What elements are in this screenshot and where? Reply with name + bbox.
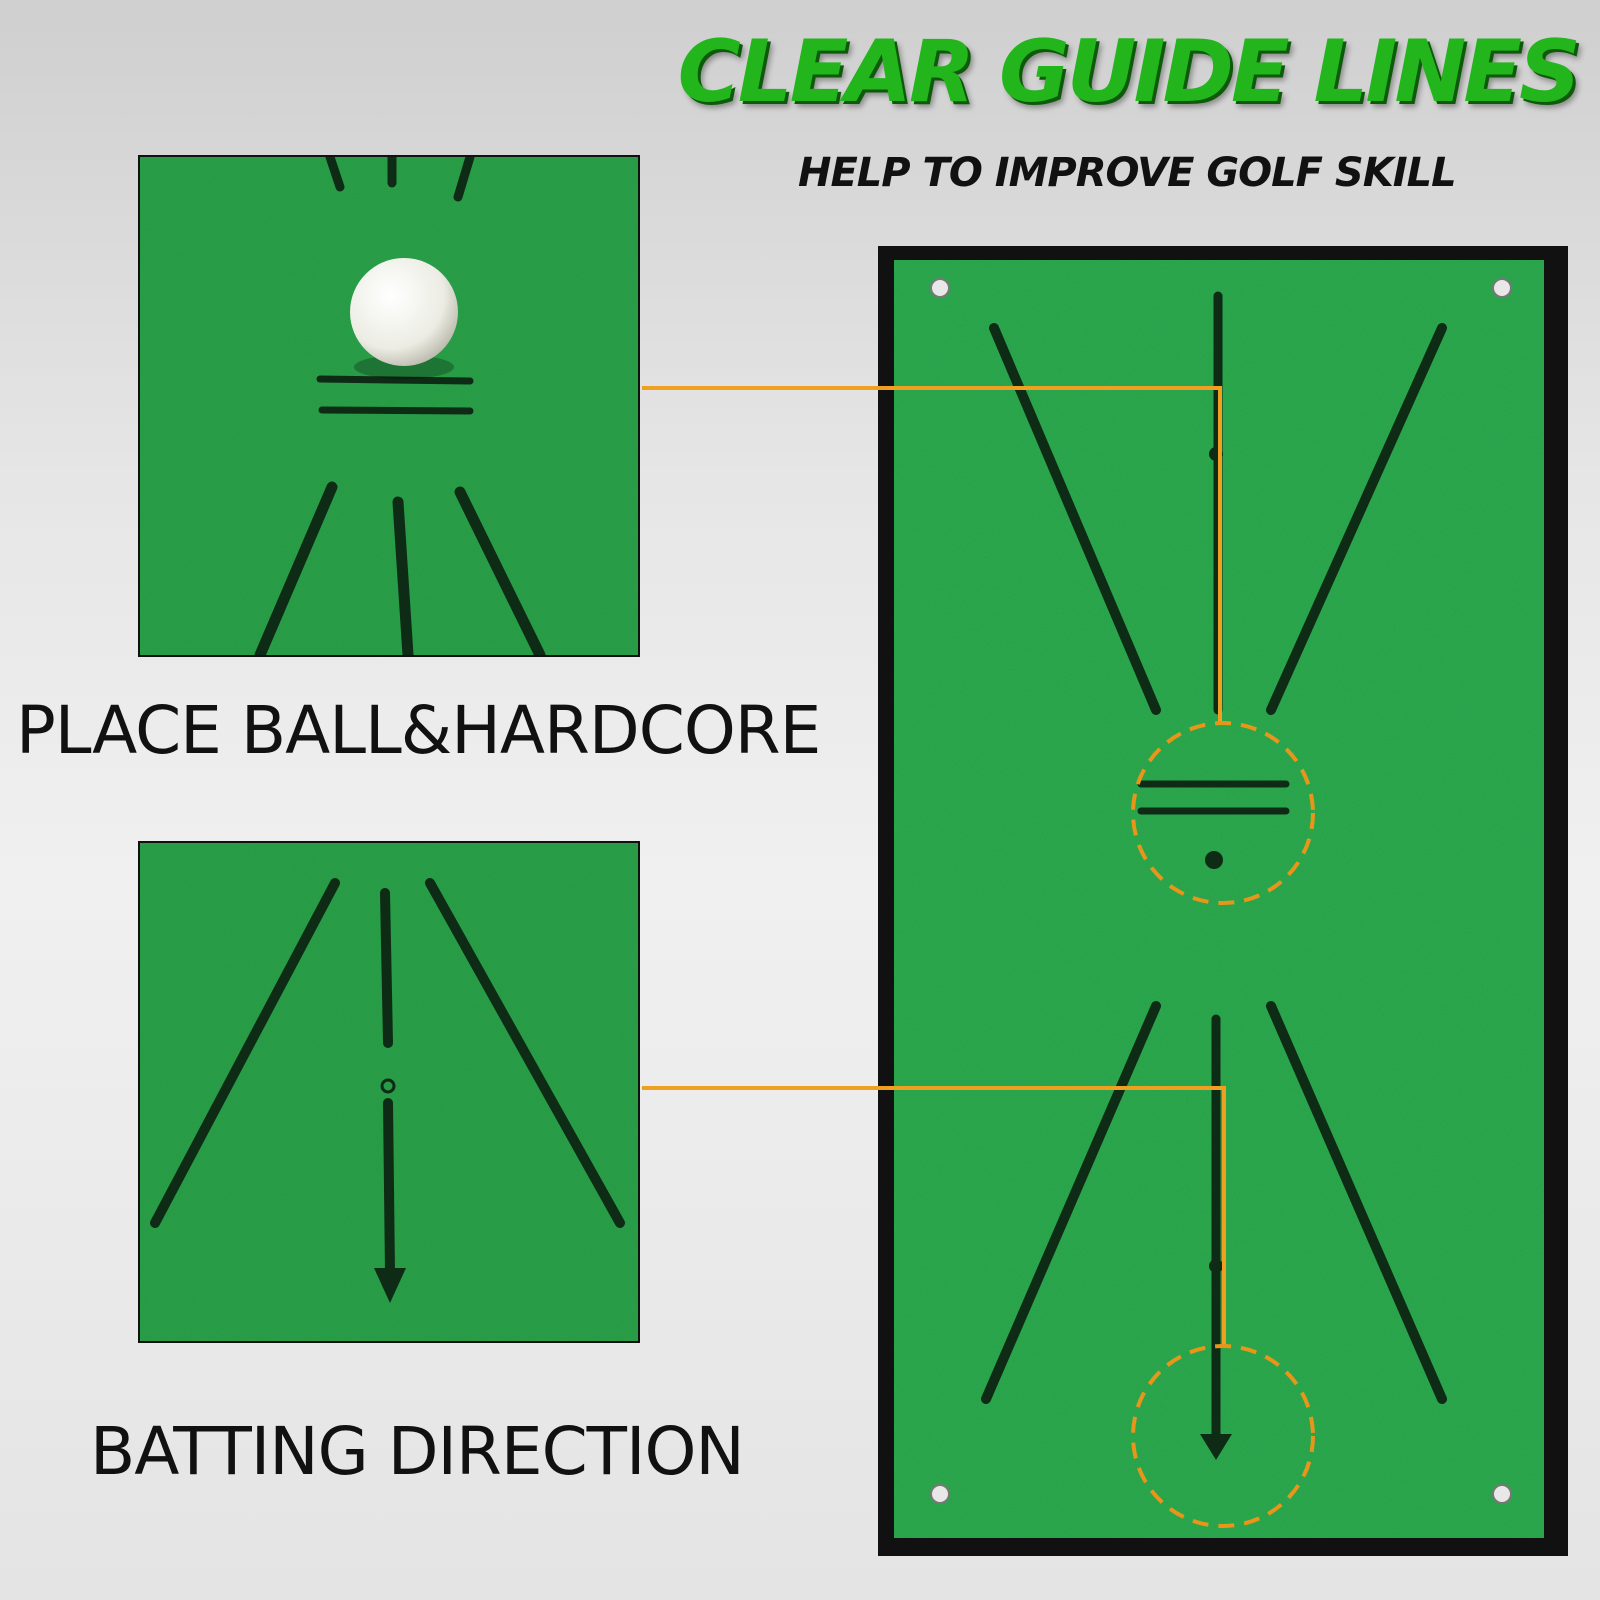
direction-closeup-image <box>140 843 638 1341</box>
golf-ball-icon <box>350 258 458 379</box>
ball-closeup-image <box>140 157 638 655</box>
subline: HELP TO IMPROVE GOLF SKILL <box>798 150 1457 196</box>
direction-closeup-panel <box>138 841 640 1343</box>
headline: CLEAR GUIDE LINES <box>677 22 1581 122</box>
ball-closeup-caption: PLACE BALL&HARDCORE <box>16 692 821 769</box>
grommet-icon <box>930 278 1512 1504</box>
arrow-down-icon <box>374 1268 406 1303</box>
ball-closeup-panel <box>138 155 640 657</box>
training-mat-image <box>894 260 1544 1538</box>
training-mat <box>878 246 1568 1556</box>
direction-closeup-caption: BATTING DIRECTION <box>90 1413 745 1490</box>
